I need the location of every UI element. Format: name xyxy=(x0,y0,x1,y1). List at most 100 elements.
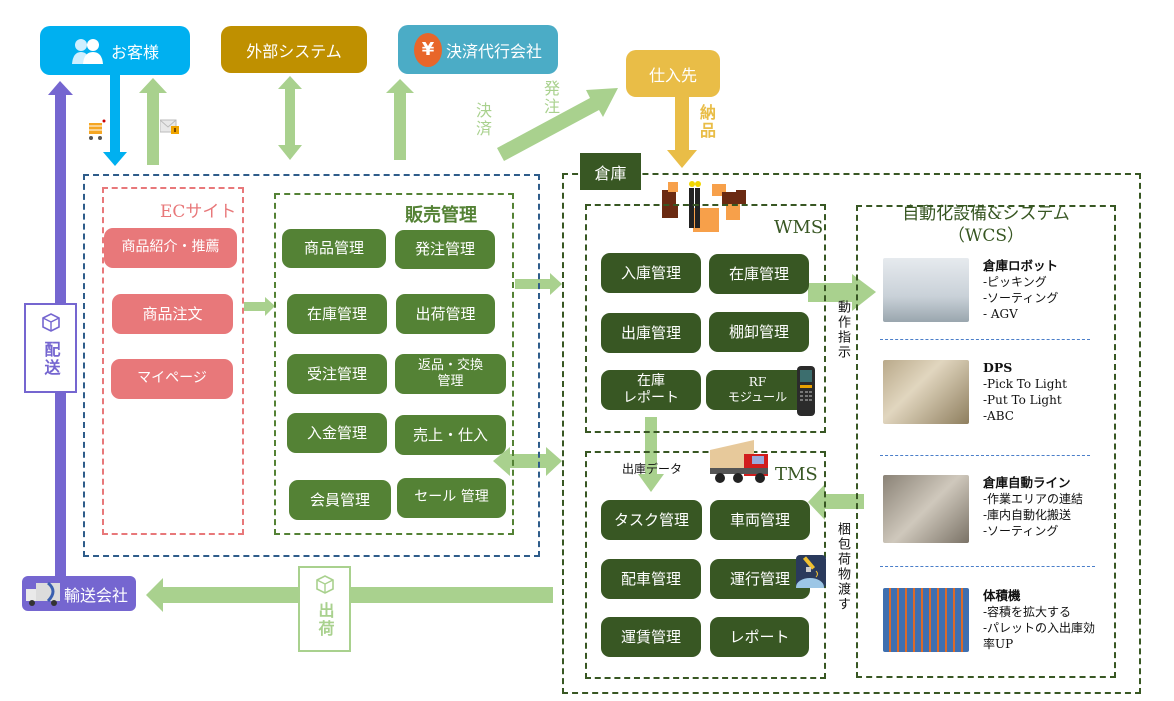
sales-item-inventory[interactable]: 在庫管理 xyxy=(287,294,387,334)
payment-agent-box: ¥ 決済代行会社 xyxy=(398,25,558,74)
sales-item-shipment[interactable]: 出荷管理 xyxy=(396,294,495,334)
delivery-in-label: 納品 xyxy=(697,104,716,140)
wms-frame xyxy=(585,204,826,433)
notify-arrow-up xyxy=(139,78,167,165)
users-icon xyxy=(71,37,105,65)
tms-item-task[interactable]: タスク管理 xyxy=(601,500,702,540)
handheld-scanner-icon xyxy=(795,366,817,416)
wms-item-inventory[interactable]: 在庫管理 xyxy=(709,254,809,294)
wcs-item-line: -作業エリアの連結 xyxy=(983,492,1084,506)
package-icon xyxy=(314,573,336,599)
sales-item-member[interactable]: 会員管理 xyxy=(289,480,391,520)
payment-arrow-up xyxy=(386,79,414,160)
order-supplier-arrow xyxy=(497,88,618,161)
wcs-item-name: 体積機 xyxy=(983,588,1021,603)
sales-item-product[interactable]: 商品管理 xyxy=(282,229,386,268)
sales-item-payment[interactable]: 入金管理 xyxy=(287,413,387,453)
warehouse-label: 倉庫 xyxy=(580,153,641,190)
wcs-item-line: -ピッキング xyxy=(983,275,1047,289)
external-system-label: 外部システム xyxy=(246,41,342,61)
outbound-data-label: 出庫データ xyxy=(622,462,683,476)
wcs-item-line: -容積を拡大する xyxy=(983,605,1072,619)
external-double-arrow xyxy=(278,76,302,160)
wcs-item-line: -Put To Light xyxy=(983,393,1062,407)
tms-item-freight[interactable]: 運賃管理 xyxy=(601,617,701,657)
ec-site-frame xyxy=(102,187,244,535)
operation-instruction-label: 動作指示 xyxy=(835,300,850,360)
tms-title: TMS xyxy=(775,464,818,485)
wms-item-stocktake[interactable]: 棚卸管理 xyxy=(709,312,809,352)
wcs-title-line2: （WCS） xyxy=(947,226,1025,246)
sales-item-sale[interactable]: セール 管理 xyxy=(397,478,506,518)
sales-item-order-receipt[interactable]: 受注管理 xyxy=(287,354,387,394)
wcs-frame xyxy=(856,205,1116,678)
packed-handover-label: 梱包荷物渡す xyxy=(835,522,850,612)
customer-box: お客様 xyxy=(40,26,190,75)
wcs-item-auto-line: 倉庫自動ライン -作業エリアの連結 -庫内自動化搬送 -ソーティング xyxy=(883,475,1083,543)
volume-machine-image xyxy=(883,588,969,652)
wcs-item-name: DPS xyxy=(983,360,1013,375)
ec-item-order[interactable]: 商品注文 xyxy=(112,294,233,334)
wms-item-rf-module[interactable]: RF モジュール xyxy=(706,370,809,410)
carrier-label: 輸送会社 xyxy=(64,585,129,605)
wcs-item-line: -庫内自動化搬送 xyxy=(983,508,1072,522)
wcs-item-dps: DPS -Pick To Light -Put To Light -ABC xyxy=(883,360,1067,424)
ec-site-title: ECサイト xyxy=(160,202,237,222)
wcs-item-line: -ソーティング xyxy=(983,524,1059,538)
warehouse-workers-icon xyxy=(660,180,750,240)
wms-item-inventory-report[interactable]: 在庫 レポート xyxy=(601,370,701,410)
shipping-label-box: 出荷 xyxy=(298,566,351,652)
wms-to-wcs-arrow xyxy=(808,274,876,311)
wcs-item-name: 倉庫自動ライン xyxy=(983,475,1071,490)
external-system-box: 外部システム xyxy=(221,26,367,73)
wcs-item-line: 率UP xyxy=(983,637,1014,651)
sales-tms-double-arrow xyxy=(493,447,562,476)
carrier-box: 輸送会社 xyxy=(22,576,136,611)
ec-item-mypage[interactable]: マイページ xyxy=(111,359,233,399)
wcs-item-line: -Pick To Light xyxy=(983,377,1067,391)
warehouse-frame xyxy=(562,173,1141,694)
wms-item-inbound[interactable]: 入庫管理 xyxy=(601,253,701,293)
wcs-item-line: -パレットの入出庫効 xyxy=(983,621,1096,635)
online-system-frame xyxy=(83,174,540,557)
wcs-item-robot: 倉庫ロボット -ピッキング -ソーティング - AGV xyxy=(883,258,1058,322)
tms-item-vehicle[interactable]: 車両管理 xyxy=(710,500,810,540)
wcs-item-line: -ABC xyxy=(983,409,1014,423)
payment-agent-label: 決済代行会社 xyxy=(445,41,542,61)
delivery-out-label: 配送 xyxy=(41,341,61,377)
delivery-arrow-down xyxy=(667,97,697,168)
wcs-to-tms-arrow xyxy=(808,484,864,520)
shipping-label: 出荷 xyxy=(315,602,335,638)
satellite-gps-icon xyxy=(796,555,826,596)
truck-icon xyxy=(708,438,774,488)
ec-item-product-intro[interactable]: 商品紹介・推薦 xyxy=(104,228,237,268)
sales-item-purchase-order[interactable]: 発注管理 xyxy=(395,230,495,269)
robot-image xyxy=(883,258,969,322)
truck-icon xyxy=(24,579,64,609)
order-flow-label: 発注 xyxy=(541,80,560,116)
wms-title: WMS xyxy=(774,217,824,238)
sales-frame xyxy=(274,193,514,535)
sales-title: 販売管理 xyxy=(405,205,477,226)
auto-line-image xyxy=(883,475,969,543)
wcs-item-line: -ソーティング xyxy=(983,291,1059,305)
wcs-separator xyxy=(880,339,1090,340)
payment-flow-label: 決済 xyxy=(473,102,492,138)
tms-item-dispatch[interactable]: 配車管理 xyxy=(601,559,701,599)
tms-item-operation[interactable]: 運行管理 xyxy=(710,559,810,599)
shipping-arrow-left xyxy=(146,578,553,612)
wms-item-outbound[interactable]: 出庫管理 xyxy=(601,313,701,353)
secure-mail-icon xyxy=(159,118,180,136)
yen-icon: ¥ xyxy=(413,32,442,67)
wcs-separator xyxy=(880,455,1090,456)
wcs-separator xyxy=(880,566,1095,567)
sales-item-sales-purchase[interactable]: 売上・仕入 xyxy=(395,415,506,455)
sales-to-wms-arrow xyxy=(515,273,562,295)
sales-item-returns[interactable]: 返品・交換 管理 xyxy=(395,354,506,394)
customer-label: お客様 xyxy=(110,42,159,62)
cart-icon xyxy=(86,118,106,140)
order-arrow-down xyxy=(103,75,127,166)
package-icon xyxy=(40,311,62,337)
tms-item-report[interactable]: レポート xyxy=(710,617,809,657)
wcs-item-name: 倉庫ロボット xyxy=(983,258,1059,273)
